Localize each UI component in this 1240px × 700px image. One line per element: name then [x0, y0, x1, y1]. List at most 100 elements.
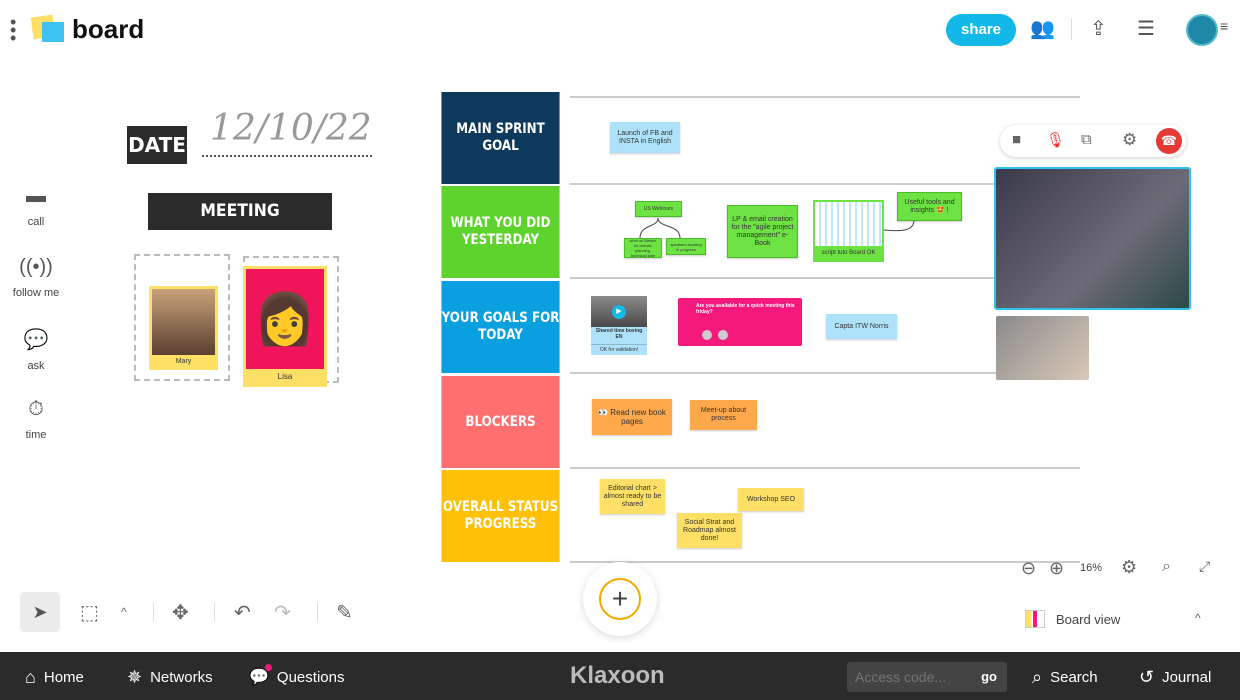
board-thumbnail-card[interactable]: script tuto Board OK	[813, 200, 884, 262]
participants-icon[interactable]: 👥	[1030, 18, 1055, 40]
video-status: OK for validation!	[591, 344, 647, 353]
camera-icon[interactable]: ■	[1012, 131, 1022, 148]
row-divider	[570, 96, 1080, 98]
nav-label: Search	[1050, 669, 1098, 686]
access-code-input[interactable]	[847, 662, 972, 692]
sidebar-item-ask[interactable]: 💬 ask	[0, 327, 72, 372]
row-label-main-sprint-goal: MAIN SPRINT GOAL	[441, 92, 560, 184]
select-tool[interactable]: ➤	[20, 592, 60, 632]
divider	[153, 603, 154, 621]
divider	[214, 603, 215, 621]
row-divider	[570, 561, 1080, 563]
settings-sliders-icon[interactable]: ☰	[1137, 18, 1155, 40]
date-underline	[202, 155, 372, 157]
chevron-up-icon[interactable]: ^	[121, 605, 127, 619]
row-divider	[570, 372, 1080, 374]
participant-name: Mary	[175, 358, 192, 365]
sticky-note[interactable]: Useful tools and insights 🤩 !	[897, 192, 962, 221]
brand-logo: Klaxoon	[570, 662, 665, 689]
upload-icon[interactable]: ⇪	[1090, 18, 1107, 40]
sidebar-label: ask	[27, 360, 45, 372]
redo-icon[interactable]: ↷	[274, 602, 291, 624]
video-tile-secondary[interactable]	[996, 316, 1089, 380]
screen-share-icon[interactable]: ⧉	[1081, 131, 1092, 148]
sticky-note[interactable]: Capta ITW Norris	[826, 314, 897, 339]
zoom-level: 16%	[1080, 562, 1103, 574]
sticky-note[interactable]: US Webinars	[635, 201, 682, 217]
date-value: 12/10/22	[210, 108, 372, 149]
zoom-out-icon[interactable]: ⊖	[1021, 558, 1037, 578]
share-button[interactable]: share	[946, 14, 1016, 46]
sticky-note[interactable]: Workshop SEO	[738, 488, 804, 511]
play-icon[interactable]: ▶	[612, 304, 626, 319]
settings-icon[interactable]: ⚙	[1122, 130, 1138, 149]
chat-icon: 💬	[23, 329, 49, 351]
go-button[interactable]: go	[981, 669, 997, 684]
hang-up-icon[interactable]: ☎	[1156, 128, 1182, 154]
sticky-note[interactable]: Editorial chart > almost ready to be sha…	[600, 479, 665, 514]
board-view-label[interactable]: Board view	[1056, 612, 1121, 627]
nav-label: Questions	[276, 668, 345, 686]
row-divider	[570, 277, 1080, 279]
add-button[interactable]: +	[583, 562, 657, 636]
sticky-note[interactable]: LP & email creation for the "agile proje…	[727, 205, 798, 258]
undo-icon[interactable]: ↶	[234, 602, 251, 624]
menu-icon[interactable]: ≡	[1220, 18, 1229, 34]
logo-icon-front	[42, 22, 64, 42]
sticky-note[interactable]: Social Strat and Roadmap almost done!	[677, 513, 742, 548]
sidebar-item-time[interactable]: ⏱ time	[0, 398, 72, 441]
sticky-note[interactable]: Launch of FB and INSTA in English	[610, 122, 680, 153]
sidebar-label: time	[25, 429, 47, 441]
question-text: Are you available for a quick meeting th…	[696, 303, 795, 315]
call-controls: ■ 🎙 ⧉ ⚙ ☎	[1000, 125, 1186, 157]
row-label-status: OVERALL STATUS PROGRESS	[441, 470, 560, 562]
history-icon: ↺	[1139, 667, 1155, 687]
sticky-note[interactable]: 👀 Read new book pages	[592, 399, 672, 435]
participant-photo	[152, 289, 215, 355]
question-card[interactable]: Are you available for a quick meeting th…	[678, 298, 802, 346]
nav-networks[interactable]: ✵ Networks	[127, 667, 213, 688]
nav-questions[interactable]: 💬Questions	[249, 664, 345, 687]
reaction-icon[interactable]	[702, 330, 712, 340]
sidebar-label: follow me	[12, 287, 60, 299]
sticky-note[interactable]: speakers booking in progress	[666, 238, 706, 255]
more-menu-icon[interactable]: •••	[10, 12, 17, 48]
broadcast-icon: ((•))	[19, 256, 53, 278]
board-settings-icon[interactable]: ⚙	[1121, 557, 1138, 577]
participant-card-lisa[interactable]: 👩 Lisa	[243, 266, 327, 387]
row-label-blockers: BLOCKERS	[441, 376, 560, 468]
nav-home[interactable]: ⌂Home	[25, 667, 84, 688]
sidebar-item-call[interactable]: ▬call	[0, 185, 72, 228]
pan-tool-icon[interactable]: ✥	[172, 602, 189, 624]
video-icon: ▬	[26, 185, 46, 207]
draw-tool-icon[interactable]: ✎	[336, 602, 353, 624]
row-divider	[570, 183, 1080, 185]
plus-icon: +	[599, 578, 641, 620]
row-divider	[570, 467, 1080, 469]
nav-label: Home	[43, 669, 84, 686]
reaction-icon[interactable]	[718, 330, 728, 340]
sticky-note[interactable]: Meet-up about process	[690, 400, 757, 430]
chevron-up-icon[interactable]: ^	[1195, 611, 1201, 625]
thumbnail-caption: script tuto Board OK	[815, 246, 882, 260]
sidebar-item-follow-me[interactable]: ((•)) follow me	[0, 256, 72, 299]
nav-search[interactable]: ⌕Search	[1032, 667, 1098, 688]
connector	[639, 217, 681, 239]
area-select-tool[interactable]: ⬚	[80, 602, 99, 624]
network-icon: ✵	[127, 667, 143, 687]
video-card[interactable]: ▶ Shared time boxing EN OK for validatio…	[591, 296, 647, 355]
timer-icon: ⏱	[28, 398, 44, 420]
search-board-icon[interactable]: ⌕	[1162, 558, 1171, 575]
fullscreen-icon[interactable]: ⤢	[1199, 558, 1211, 574]
nav-label: Journal	[1162, 669, 1212, 686]
video-title: Shared time boxing EN	[595, 328, 643, 340]
video-tile-main[interactable]	[994, 167, 1191, 310]
nav-label: Networks	[150, 669, 213, 686]
avatar[interactable]	[1186, 14, 1218, 46]
zoom-in-icon[interactable]: ⊕	[1049, 558, 1065, 578]
mic-muted-icon[interactable]: 🎙	[1046, 132, 1066, 149]
sticky-note[interactable]: work w/ Marine on format, planning, tech…	[624, 238, 662, 258]
nav-journal[interactable]: ↺ Journal	[1139, 667, 1211, 688]
app-name: board	[72, 14, 145, 44]
participant-card-mary[interactable]: Mary	[149, 286, 218, 370]
